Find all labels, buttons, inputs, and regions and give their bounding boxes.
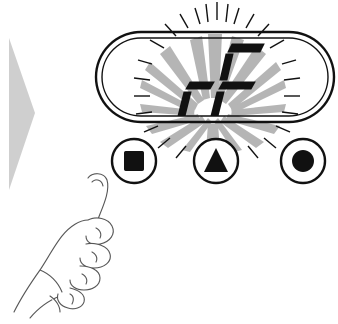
square-button[interactable] <box>112 139 156 183</box>
segment-r-mid <box>186 82 214 89</box>
triangle-button[interactable] <box>194 139 238 183</box>
square-icon <box>124 151 144 171</box>
segment-f-top <box>228 44 264 52</box>
segment-f-mid <box>219 82 255 89</box>
hand-icon <box>14 174 113 318</box>
circle-icon <box>292 150 314 172</box>
button-row <box>112 139 325 183</box>
circle-button[interactable] <box>281 139 325 183</box>
pointer-arrow <box>9 38 35 190</box>
